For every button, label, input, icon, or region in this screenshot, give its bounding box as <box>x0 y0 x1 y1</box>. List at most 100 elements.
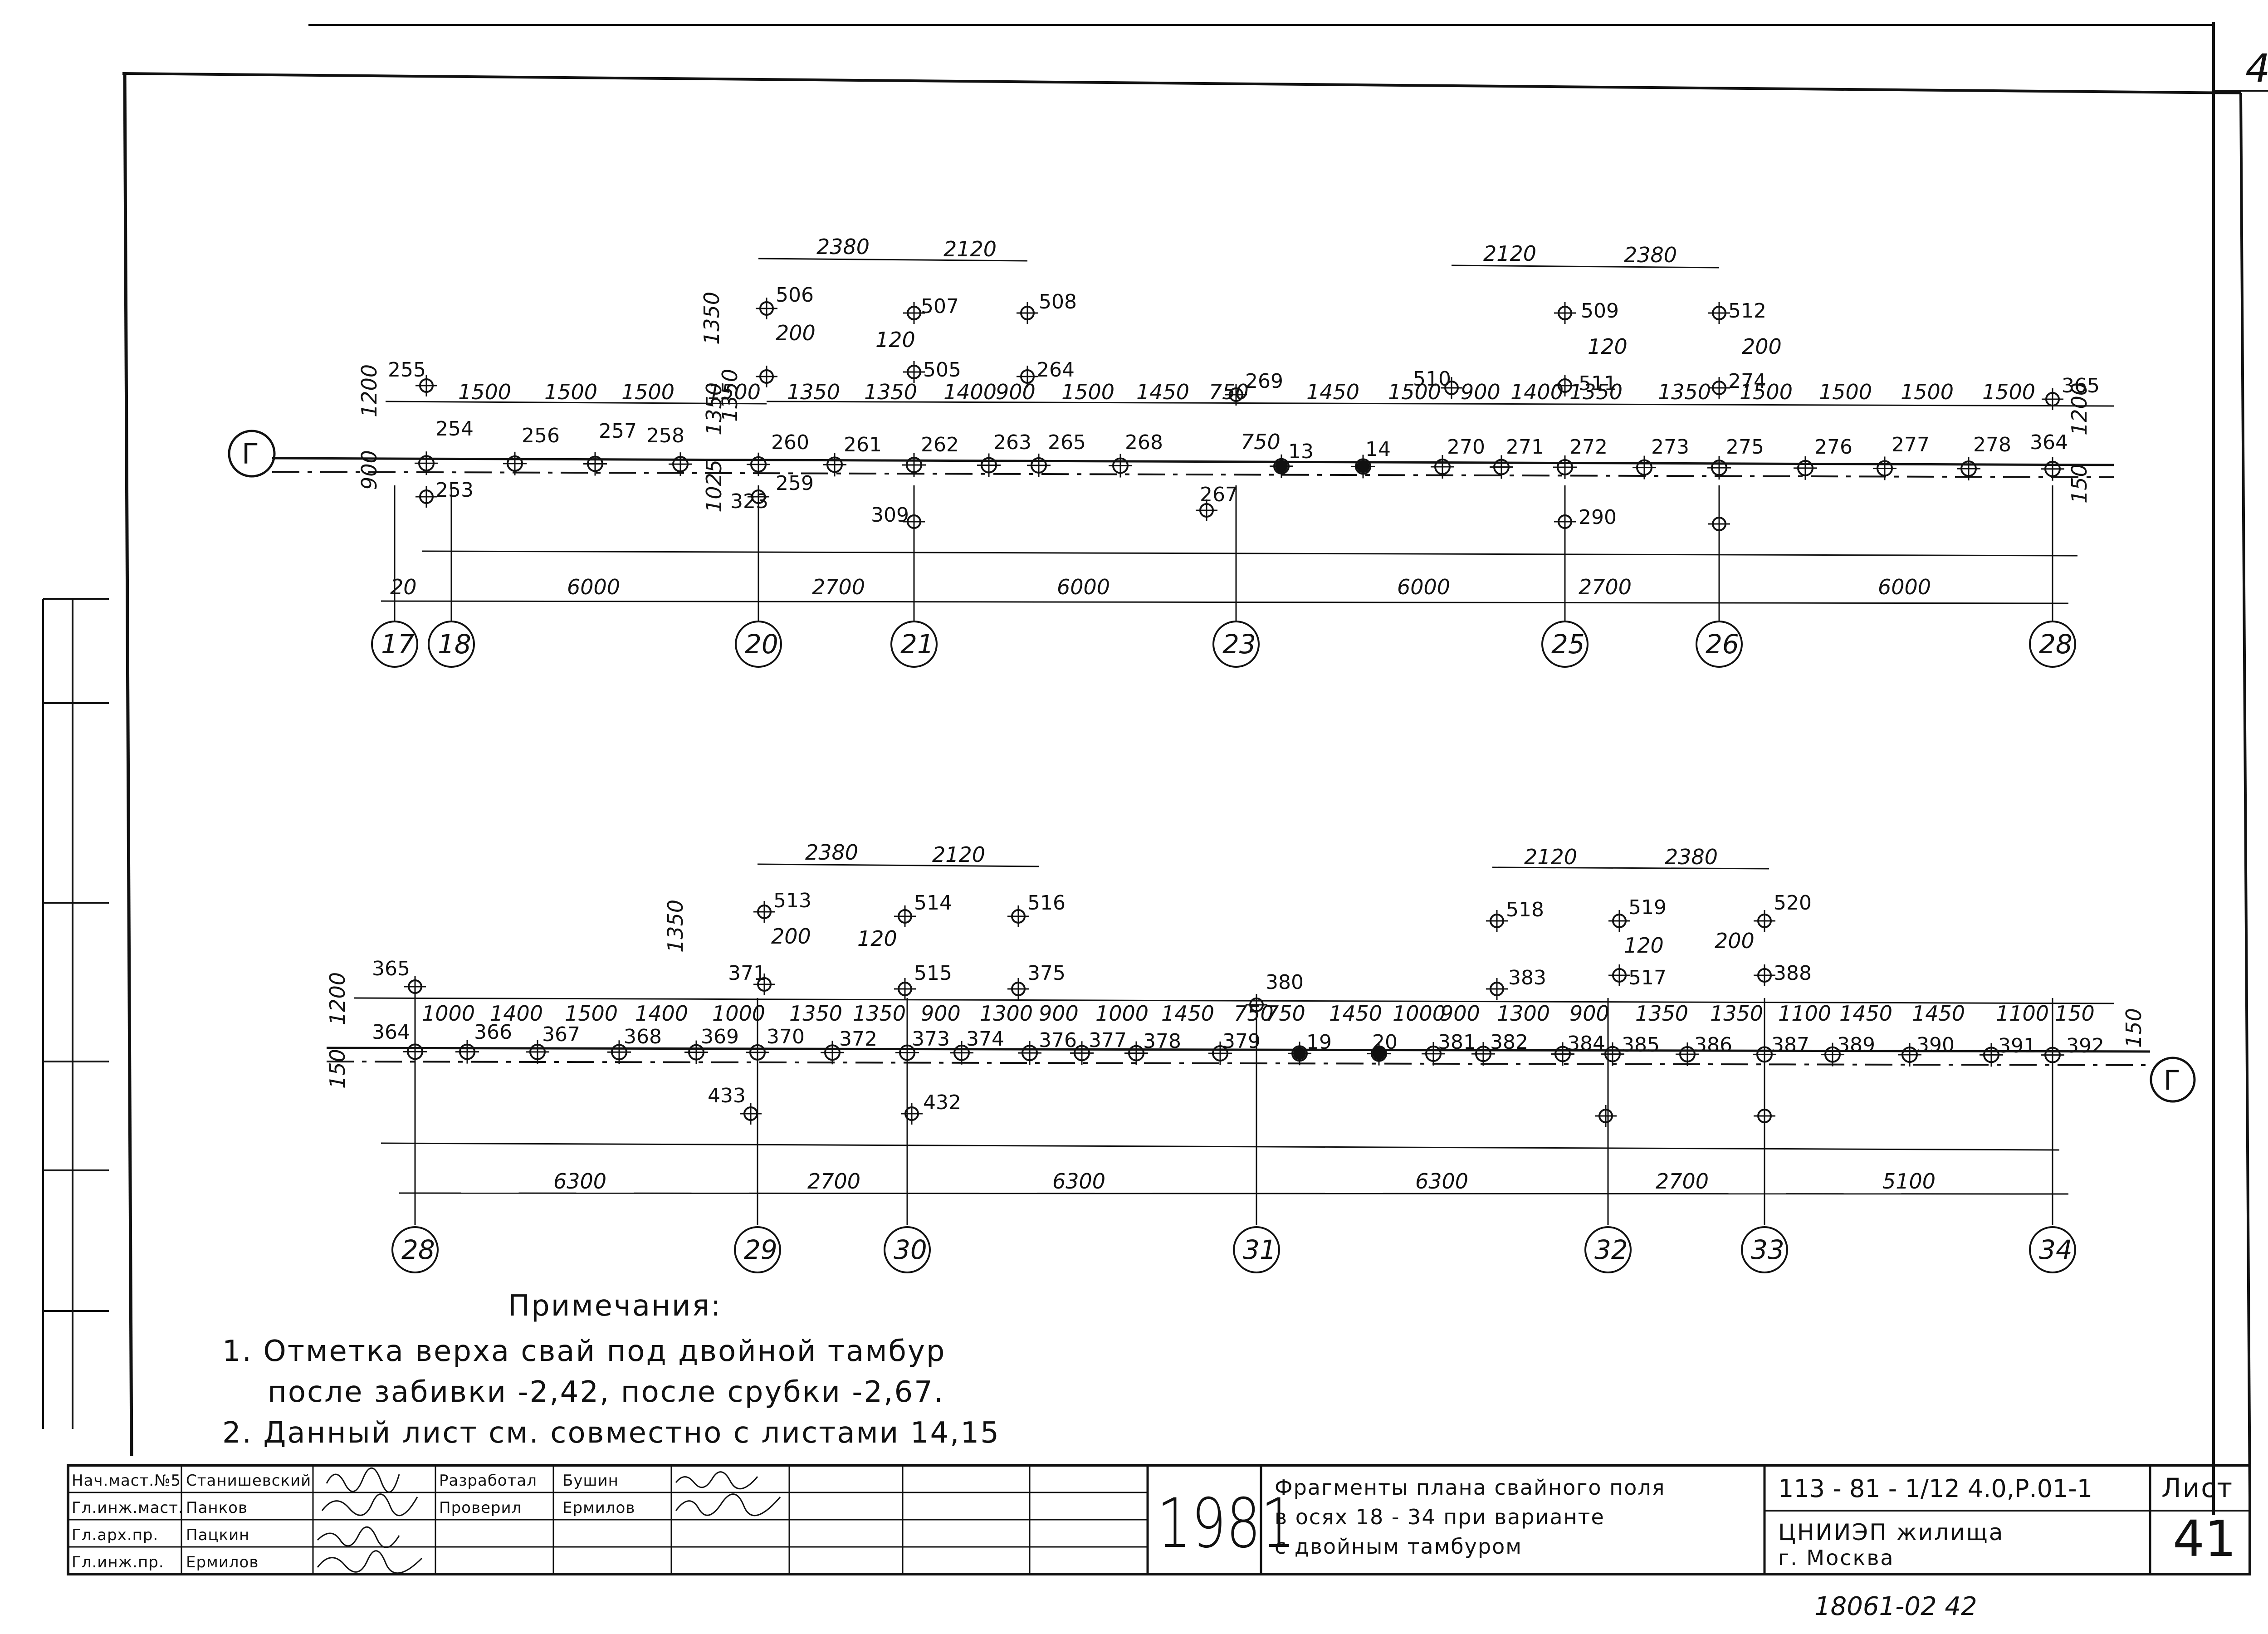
tb-dev-label-1: Разработал <box>439 1472 537 1490</box>
pile-label: 261 <box>844 433 882 456</box>
tb-name-2: Панков <box>186 1499 248 1517</box>
upper-dimension: 2120 <box>1524 845 1577 869</box>
dimension-line <box>757 863 1039 867</box>
tb-sheet-label: Лист <box>2161 1473 2234 1503</box>
pile-label: 507 <box>921 295 959 318</box>
pile-label: 254 <box>435 417 474 440</box>
pile-label: 387 <box>1771 1033 1809 1057</box>
pile-label: 263 <box>993 431 1031 454</box>
axis-spacing-label: 2700 <box>1579 575 1632 599</box>
axis-number: 28 <box>401 1234 435 1265</box>
pile-label: 367 <box>542 1023 580 1046</box>
pile-label: 258 <box>646 424 684 447</box>
pile-label: 381 <box>1438 1031 1476 1054</box>
spacing-label: 1500 <box>458 380 511 404</box>
axis-spacing-label: 2700 <box>1656 1169 1709 1194</box>
axis-spacing-label: 20 <box>390 575 417 599</box>
small-dimension: 120 <box>875 328 915 352</box>
bottom-piles <box>403 901 2064 1127</box>
vertical-dimension: 150 <box>325 1049 350 1089</box>
pile-label: 13 <box>1288 440 1314 463</box>
pile-label: 510 <box>1413 367 1451 391</box>
pile-label: 380 <box>1266 971 1304 994</box>
axis-marker <box>1696 621 1743 668</box>
tb-name-4: Ермилов <box>186 1553 259 1571</box>
pile-label: 505 <box>923 358 961 382</box>
pile-label: 277 <box>1892 433 1930 456</box>
spacing-label: 750 <box>1209 380 1249 404</box>
pile-label: 268 <box>1125 431 1163 454</box>
axis-spacing-label: 6300 <box>553 1169 606 1194</box>
spacing-label: 900 <box>921 1001 961 1026</box>
spacing-label: 900 <box>1440 1001 1480 1026</box>
tb-sheet-value: 41 <box>2173 1510 2236 1568</box>
bottom-axis-leaders <box>414 998 2053 1225</box>
vertical-dimension: 1350 <box>718 369 742 422</box>
axis-marker <box>1741 1226 1788 1273</box>
title-block: Нач.маст.№5 Гл.инж.маст. Гл.арх.пр. Гл.и… <box>67 1464 2251 1575</box>
pile-label: 272 <box>1569 435 1608 459</box>
pile-label: 269 <box>1245 370 1283 393</box>
spacing-label: 1500 <box>1819 380 1872 404</box>
pile-label: 262 <box>921 433 959 456</box>
pile-label: 267 <box>1200 483 1238 506</box>
sheet-number: 42 <box>2245 46 2268 91</box>
pile-label: 384 <box>1567 1032 1605 1055</box>
pile-label: 278 <box>1973 433 2011 456</box>
pile-label: 383 <box>1508 966 1546 989</box>
spacing-label: 1500 <box>1901 380 1954 404</box>
axis-number: 20 <box>745 629 778 660</box>
pile-label: 368 <box>624 1025 662 1048</box>
spacing-label: 1500 <box>1740 380 1793 404</box>
spacing-label: 900 <box>1569 1001 1609 1026</box>
spacing-label: 1450 <box>1329 1001 1382 1026</box>
pile-label: 255 <box>388 358 426 382</box>
row-marker-letter: Г <box>2164 1065 2180 1096</box>
spacing-label: 1400 <box>1510 380 1564 404</box>
tb-dev-label-2: Проверил <box>439 1499 522 1517</box>
pile-filled <box>1373 1047 1385 1060</box>
spacing-label: 1500 <box>1061 380 1114 404</box>
pile-label: 19 <box>1306 1031 1332 1054</box>
axis-number: 34 <box>2039 1234 2072 1265</box>
pile-label: 270 <box>1447 435 1485 459</box>
pile-label: 519 <box>1628 896 1667 919</box>
axis-number: 28 <box>2039 629 2072 660</box>
spacing-label: 1350 <box>789 1001 842 1026</box>
note-line-3: 2. Данный лист см. совместно с листами 1… <box>222 1416 1000 1450</box>
axis-number: 26 <box>1706 629 1739 660</box>
axis-marker <box>1233 1226 1280 1273</box>
tb-name-1: Станишевский <box>186 1472 311 1490</box>
spacing-label: 750 <box>1234 1001 1274 1026</box>
axis-number: 17 <box>381 629 415 660</box>
tb-name-3: Пацкин <box>186 1526 249 1544</box>
spacing-label: 1450 <box>1839 1001 1892 1026</box>
axis-marker <box>371 621 418 668</box>
vertical-dimension: 1350 <box>663 900 688 953</box>
axis-spacing-label: 6300 <box>1415 1169 1468 1194</box>
pile-label: 364 <box>2030 431 2068 454</box>
pile-filled <box>1293 1047 1306 1060</box>
vertical-dimension: 1350 <box>702 382 726 435</box>
spacing-label: 150 <box>2055 1001 2095 1026</box>
pile-label: 390 <box>1916 1033 1955 1057</box>
spacing-label: 1450 <box>1912 1001 1965 1026</box>
pile-label: 375 <box>1027 962 1066 985</box>
pile-label: 257 <box>599 420 637 443</box>
upper-dimension: 2120 <box>943 237 997 261</box>
axis-spacing-label: 6300 <box>1052 1169 1105 1194</box>
axis-spacing-label: 2700 <box>812 575 865 599</box>
axis-marker <box>884 1226 931 1273</box>
spacing-label: 1500 <box>708 380 761 404</box>
pile-label: 275 <box>1726 435 1764 459</box>
tb-org-line-1: ЦНИИЭП жилища <box>1778 1519 2004 1546</box>
tb-role-1: Нач.маст.№5 <box>72 1472 181 1490</box>
pile-label: 309 <box>871 504 909 527</box>
pile-label: 259 <box>776 472 814 495</box>
axis-spacing-label: 6000 <box>1878 575 1931 599</box>
